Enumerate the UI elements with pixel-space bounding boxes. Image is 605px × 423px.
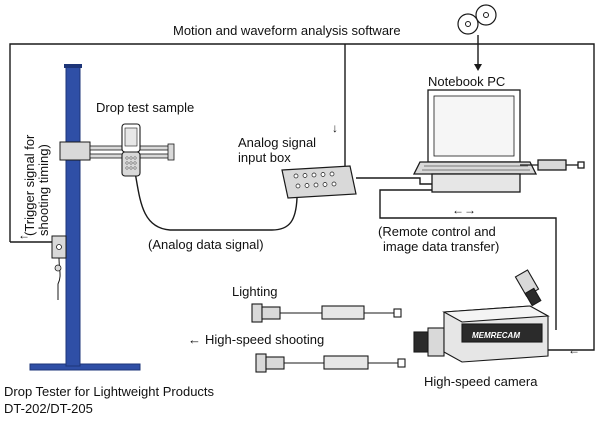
camera-brand-label: MEMRECAM xyxy=(472,331,520,340)
lighting-unit-icon xyxy=(251,303,406,373)
trigger-label-line1: (Trigger signal for xyxy=(22,134,37,236)
trigger-label-line2: shooting timing) xyxy=(36,144,51,236)
arrow-left-camera-glyph: ← xyxy=(568,343,580,357)
arrow-left-shooting-glyph: ← xyxy=(188,332,201,347)
remote-label-line2: image data transfer) xyxy=(383,239,499,254)
bidirectional-arrow-glyph: ←→ xyxy=(452,203,476,217)
arrow-down-glyph: ↓ xyxy=(332,121,338,135)
sample-label: Drop test sample xyxy=(96,100,194,115)
analog-data-cable xyxy=(134,171,298,231)
software-disc-icon xyxy=(457,4,497,35)
high-speed-camera-icon xyxy=(413,269,550,363)
software-label: Motion and waveform analysis software xyxy=(173,23,401,38)
analog-data-label: (Analog data signal) xyxy=(148,237,264,252)
notebook-label: Notebook PC xyxy=(428,74,505,89)
camera-label: High-speed camera xyxy=(424,374,538,389)
analog-input-box-icon xyxy=(281,165,357,199)
analog-box-to-notebook-line xyxy=(356,177,432,185)
arrow-down-icon xyxy=(474,64,482,71)
trigger-signal-line xyxy=(9,43,595,351)
analog-box-label-line1: Analog signal xyxy=(238,135,316,150)
notebook-pc-icon xyxy=(412,89,585,193)
arrow-left-glyph: ← xyxy=(18,228,30,242)
notebook-to-camera-line xyxy=(379,189,557,330)
high-speed-shooting-label: High-speed shooting xyxy=(205,332,324,347)
analog-box-label-line2: input box xyxy=(238,150,291,165)
tester-label-line2: DT-202/DT-205 xyxy=(4,401,93,416)
connection-lines xyxy=(9,35,595,351)
phone-sample-icon xyxy=(121,123,141,177)
tester-label-line1: Drop Tester for Lightweight Products xyxy=(4,384,215,399)
lighting-label: Lighting xyxy=(232,284,278,299)
remote-label-line1: (Remote control and xyxy=(378,224,496,239)
